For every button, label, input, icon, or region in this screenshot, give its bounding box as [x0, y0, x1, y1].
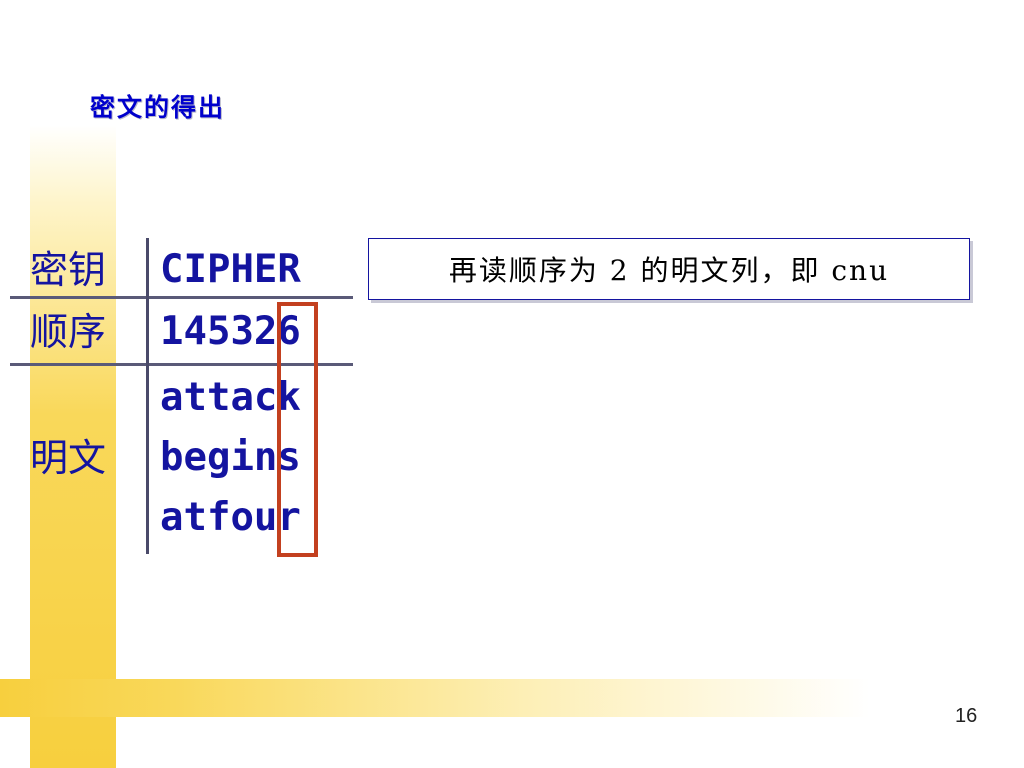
plaintext-label: 明文 [30, 436, 107, 480]
decorative-horizontal-bar [0, 679, 870, 717]
callout-text: 再读顺序为 2 的明文列，即 cnu [448, 254, 890, 287]
divider-order-plaintext [10, 363, 353, 366]
column-highlight-box [277, 302, 318, 557]
divider-key-order [10, 296, 353, 299]
decorative-vertical-bar [30, 125, 116, 768]
key-value: CIPHER [160, 247, 301, 292]
order-label: 顺序 [30, 310, 107, 354]
key-label: 密钥 [30, 248, 107, 292]
page-number: 16 [955, 705, 978, 727]
table-vertical-divider [146, 238, 149, 554]
slide-title: 密文的得出 [90, 93, 226, 122]
callout-box: 再读顺序为 2 的明文列，即 cnu [368, 238, 970, 300]
